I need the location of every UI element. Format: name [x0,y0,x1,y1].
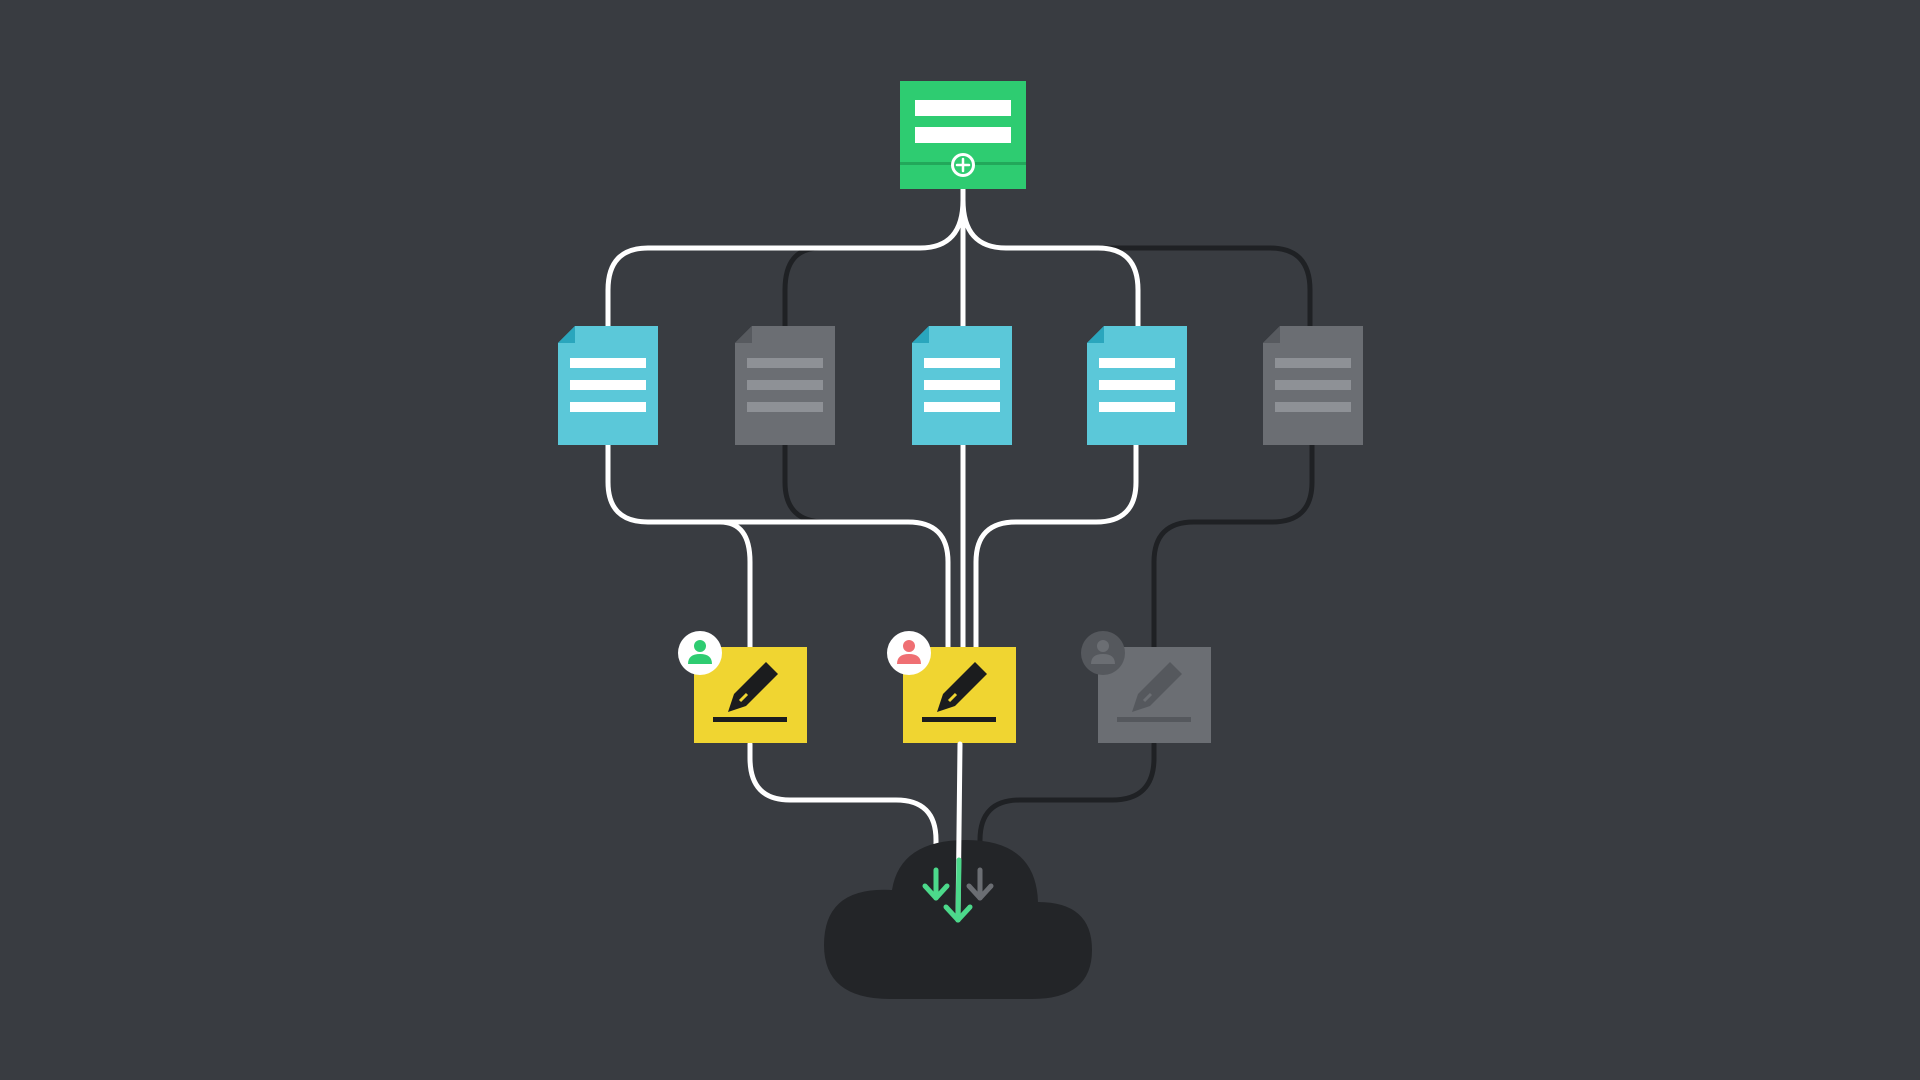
connector-editor3-out [977,741,1157,893]
document-fold [1263,326,1280,343]
document-fold [912,326,929,343]
document-line [570,380,646,390]
edit-pencil-icon [1117,662,1191,722]
connector-doc2-out [782,442,913,525]
edit-pencil-icon [922,662,996,722]
document-node-4 [1087,326,1187,445]
editor-node-3 [1081,631,1211,743]
arrow-editor3-head [966,883,994,901]
document-line [924,402,1000,412]
avatar-body [897,654,921,664]
connector-source-right [960,197,1141,331]
document-node-1 [558,326,658,445]
inactive-connectors [782,245,1315,893]
user-avatar-icon [678,631,722,675]
source-node [900,81,1026,189]
document-line [924,358,1000,368]
document-line [1099,380,1175,390]
document-line [1099,402,1175,412]
avatar-head [694,640,706,652]
source-field-1 [915,100,1011,116]
avatar-ring [887,631,931,675]
avatar-body [1091,654,1115,664]
edit-pencil-icon [713,662,787,722]
editor-node-1 [678,631,807,743]
cloud-arrows [922,741,994,923]
pencil-baseline [1117,717,1191,722]
avatar-ring [678,631,722,675]
document-line [1275,358,1351,368]
document-node-3 [912,326,1012,445]
active-connectors [605,187,1141,893]
add-icon-plus [955,157,971,173]
connector-doc5-in [1097,245,1313,331]
connector-doc1-out [605,442,951,651]
user-avatar-icon [1081,631,1125,675]
document-line [570,358,646,368]
pencil-tip-notch [738,692,749,703]
connector-editor1-out [747,741,939,893]
avatar-ring [1081,631,1125,675]
document-node-2 [735,326,835,445]
pencil-tip-notch [947,692,958,703]
connector-doc1-to-editor1 [717,519,753,651]
document-node-5 [1263,326,1363,445]
document-line [570,402,646,412]
source-field-2 [915,127,1011,143]
document-line [747,402,823,412]
avatar-body [688,654,712,664]
document-line [747,358,823,368]
document-fold [1087,326,1104,343]
pencil-baseline [922,717,996,722]
document-fold [558,326,575,343]
user-avatar-icon [887,631,931,675]
connector-doc2-in [782,245,823,331]
arrow-editor2-shaft-green [955,857,962,923]
pencil-tip-notch [1142,692,1153,703]
document-line [747,380,823,390]
pencil-baseline [713,717,787,722]
editor-node-2 [887,631,1016,743]
document-line [1275,380,1351,390]
document-line [1275,402,1351,412]
connector-doc4-out [973,442,1139,651]
arrow-editor1-head [922,883,950,901]
document-fold [735,326,752,343]
arrow-editor2-head [943,904,973,923]
document-line [1099,358,1175,368]
connector-doc5-out [1151,442,1315,651]
avatar-head [903,640,915,652]
avatar-head [1097,640,1109,652]
document-line [924,380,1000,390]
